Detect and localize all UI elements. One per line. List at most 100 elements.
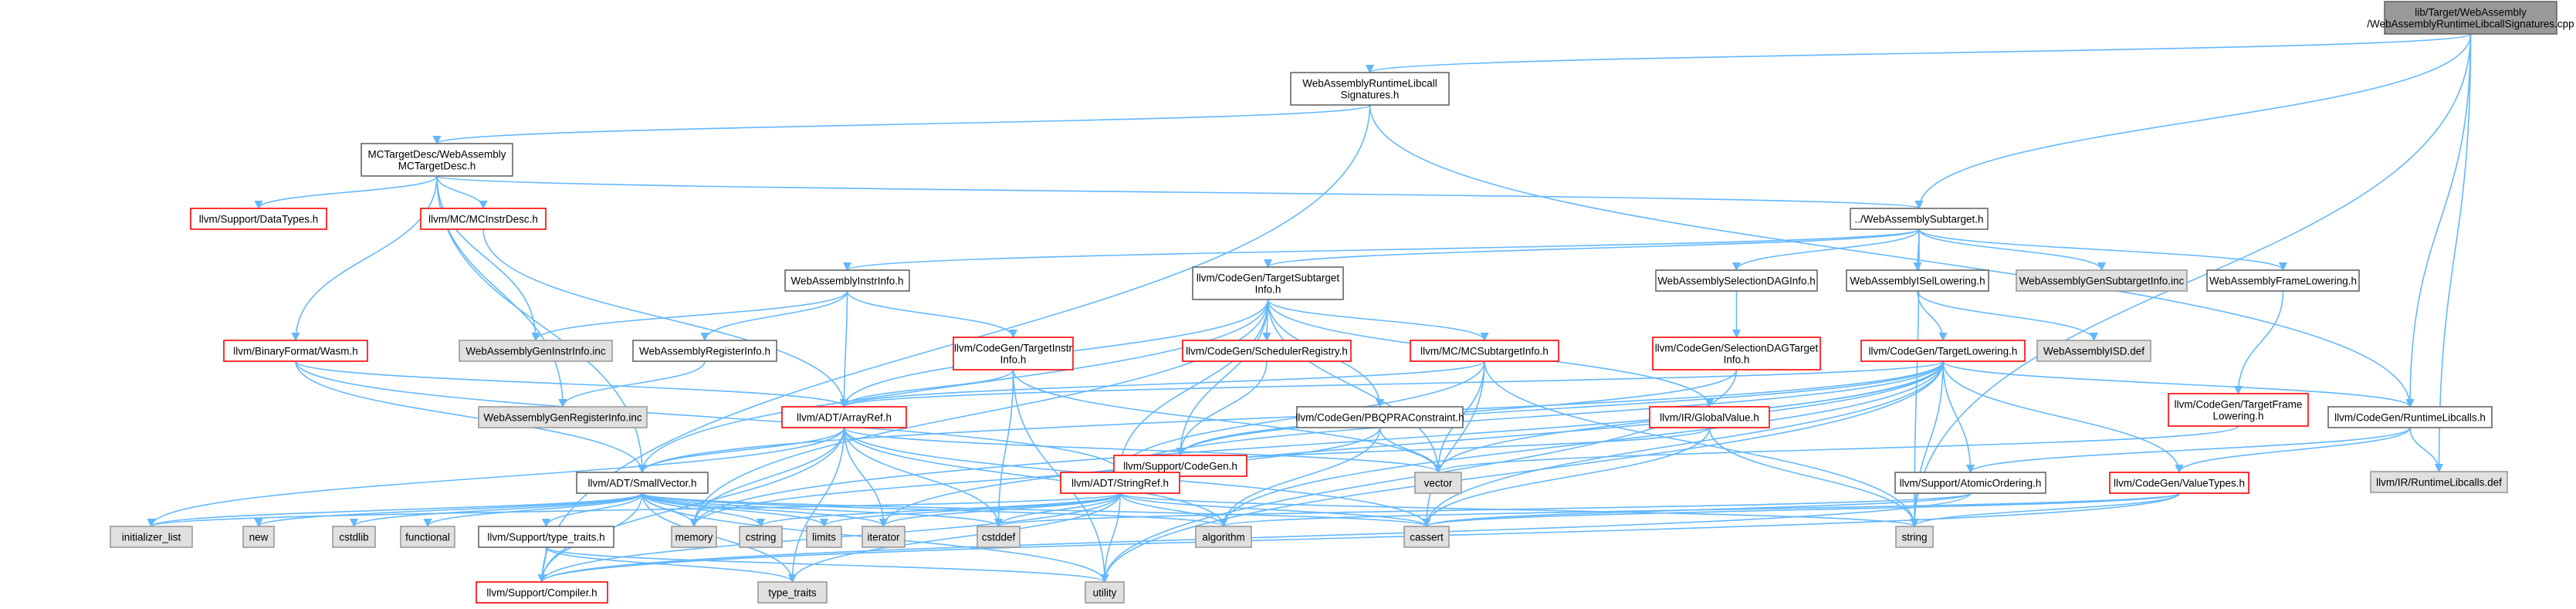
node-smallvector[interactable]: llvm/ADT/SmallVector.h [576,472,709,494]
node-stringref[interactable]: llvm/ADT/StringRef.h [1060,472,1180,494]
node-valuetypes[interactable]: llvm/CodeGen/ValueTypes.h [2109,472,2249,494]
node-seldaginfo[interactable]: WebAssemblySelectionDAGInfo.h [1655,269,1818,292]
node-box [2168,393,2309,427]
node-instrinfo[interactable]: WebAssemblyInstrInfo.h [784,269,910,292]
node-box [861,526,905,548]
node-label: string [1901,532,1927,543]
node-utility[interactable]: utility [1085,581,1125,604]
edge-smallvector-to-cstring [641,492,766,528]
node-pbqp[interactable]: llvm/CodeGen/PBQPRAConstraint.h [1295,406,1464,428]
edge-arrayref-to-iterator [843,427,889,528]
edge-stringref-to-type_traits [787,492,1121,584]
edge-atomicordering-to-cstddef [994,492,1972,528]
edge-isellowering-to-tlowering [1917,290,1948,342]
node-datatypes[interactable]: llvm/Support/DataTypes.h [190,208,327,230]
edge-rtlibcalls_h-to-valuetypes [2175,427,2411,474]
node-genreginfo[interactable]: WebAssemblyGenRegisterInfo.inc [478,406,648,428]
node-framelowering[interactable]: WebAssemblyFrameLowering.h [2206,269,2360,292]
edge-tsubinfo-to-vector [1267,299,1443,474]
node-type_traits[interactable]: type_traits [757,581,828,604]
node-memory[interactable]: memory [671,526,717,548]
node-mcsubinfo[interactable]: llvm/MC/MCSubtargetInfo.h [1410,340,1559,362]
node-box [1655,269,1818,292]
node-label: initializer_list [122,532,181,543]
node-box [757,581,828,604]
node-reginfo[interactable]: WebAssemblyRegisterInfo.h [632,340,777,362]
edge-tsubinfo-to-codegen_h [1176,299,1269,457]
node-typetraits_h[interactable]: llvm/Support/type_traits.h [478,526,614,548]
node-rtlsig_h[interactable]: WebAssemblyRuntimeLibcallSignatures.h [1290,72,1450,106]
node-box [671,526,717,548]
edge-smallvector-to-cassert [641,492,1431,528]
node-box [2016,269,2188,292]
edge-subtarget-to-tsubinfo [1264,228,1920,269]
node-cstddef[interactable]: cstddef [977,526,1021,548]
node-arrayref[interactable]: llvm/ADT/ArrayRef.h [781,406,907,428]
node-box [400,526,455,548]
node-iterator[interactable]: iterator [861,526,905,548]
node-isd_def[interactable]: WebAssemblyISD.def [2036,340,2151,362]
node-globalvalue[interactable]: llvm/IR/GlobalValue.h [1649,406,1770,428]
node-subtarget[interactable]: ../WebAssemblySubtarget.h [1850,208,1989,230]
node-layer: lib/Target/WebAssembly/WebAssemblyRuntim… [110,1,2574,604]
node-label: llvm/IR/RuntimeLibcalls.def [2376,477,2502,489]
node-cstring[interactable]: cstring [739,526,783,548]
edge-valuetypes-to-cassert [1422,492,2180,528]
node-init_list[interactable]: initializer_list [110,526,193,548]
node-algorithm[interactable]: algorithm [1195,526,1252,548]
node-vector[interactable]: vector [1414,472,1462,494]
node-isellowering[interactable]: WebAssemblyISelLowering.h [1846,269,1989,292]
node-functional[interactable]: functional [400,526,455,548]
node-wasm_h[interactable]: llvm/BinaryFormat/Wasm.h [223,340,368,362]
node-mcinstrdesc[interactable]: llvm/MC/MCInstrDesc.h [420,208,547,230]
node-box [2206,269,2360,292]
node-label: llvm/BinaryFormat/Wasm.h [233,346,358,357]
edge-smallvector-to-limits [641,492,828,528]
node-label: cstddef [982,532,1016,543]
node-label: llvm/CodeGen/SchedulerRegistry.h [1186,346,1348,357]
node-tlowering[interactable]: llvm/CodeGen/TargetLowering.h [1860,340,2026,362]
node-label: type_traits [768,587,817,599]
node-limits[interactable]: limits [806,526,842,548]
node-label: WebAssemblyFrameLowering.h [2209,276,2357,287]
node-box [1182,340,1352,362]
node-new_h[interactable]: new [242,526,275,548]
node-rtlibcalls_def[interactable]: llvm/IR/RuntimeLibcalls.def [2370,471,2508,493]
node-box [806,526,842,548]
edge-smallvector-to-type_traits [641,492,797,584]
node-cassert[interactable]: cassert [1403,526,1450,548]
node-box [223,340,368,362]
edge-layer [147,33,2472,584]
node-rtlibcalls_h[interactable]: llvm/CodeGen/RuntimeLibcalls.h [2327,406,2493,428]
edge-valuetypes-to-compiler_h [537,492,2180,584]
node-string[interactable]: string [1895,526,1934,548]
edge-subtarget-to-instrinfo [843,228,1920,272]
node-label: limits [812,532,836,543]
node-root[interactable]: lib/Target/WebAssembly/WebAssemblyRuntim… [2367,1,2574,35]
edge-mcsubinfo-to-string [1484,360,1919,528]
node-label: WebAssemblyGenSubtargetInfo.inc [2019,276,2185,287]
node-geninstrinfo[interactable]: WebAssemblyGenInstrInfo.inc [459,340,613,362]
node-atomicordering[interactable]: llvm/Support/AtomicOrdering.h [1894,472,2046,494]
node-schedreg[interactable]: llvm/CodeGen/SchedulerRegistry.h [1182,340,1352,362]
edge-typetraits_h-to-utility [545,546,1109,584]
node-label: Info.h [1255,284,1281,296]
node-label: new [249,532,269,543]
node-label: WebAssemblyISD.def [2043,346,2144,357]
edge-stringref-to-string [1119,492,1919,528]
node-label: llvm/CodeGen/TargetSubtarget [1197,272,1340,284]
node-label: MCTargetDesc/WebAssembly [367,149,506,161]
node-gensubinfo[interactable]: WebAssemblyGenSubtargetInfo.inc [2016,269,2188,292]
node-cstdlib[interactable]: cstdlib [332,526,376,548]
node-compiler_h[interactable]: llvm/Support/Compiler.h [476,581,608,604]
edge-rtlsig_h-to-mctargetdesc [432,104,1371,145]
node-label: llvm/CodeGen/SelectionDAGTarget [1655,343,1819,354]
edge-rtlibcalls_h-to-atomicordering [1966,427,2411,474]
edge-typetraits_h-to-compiler_h [537,546,547,584]
